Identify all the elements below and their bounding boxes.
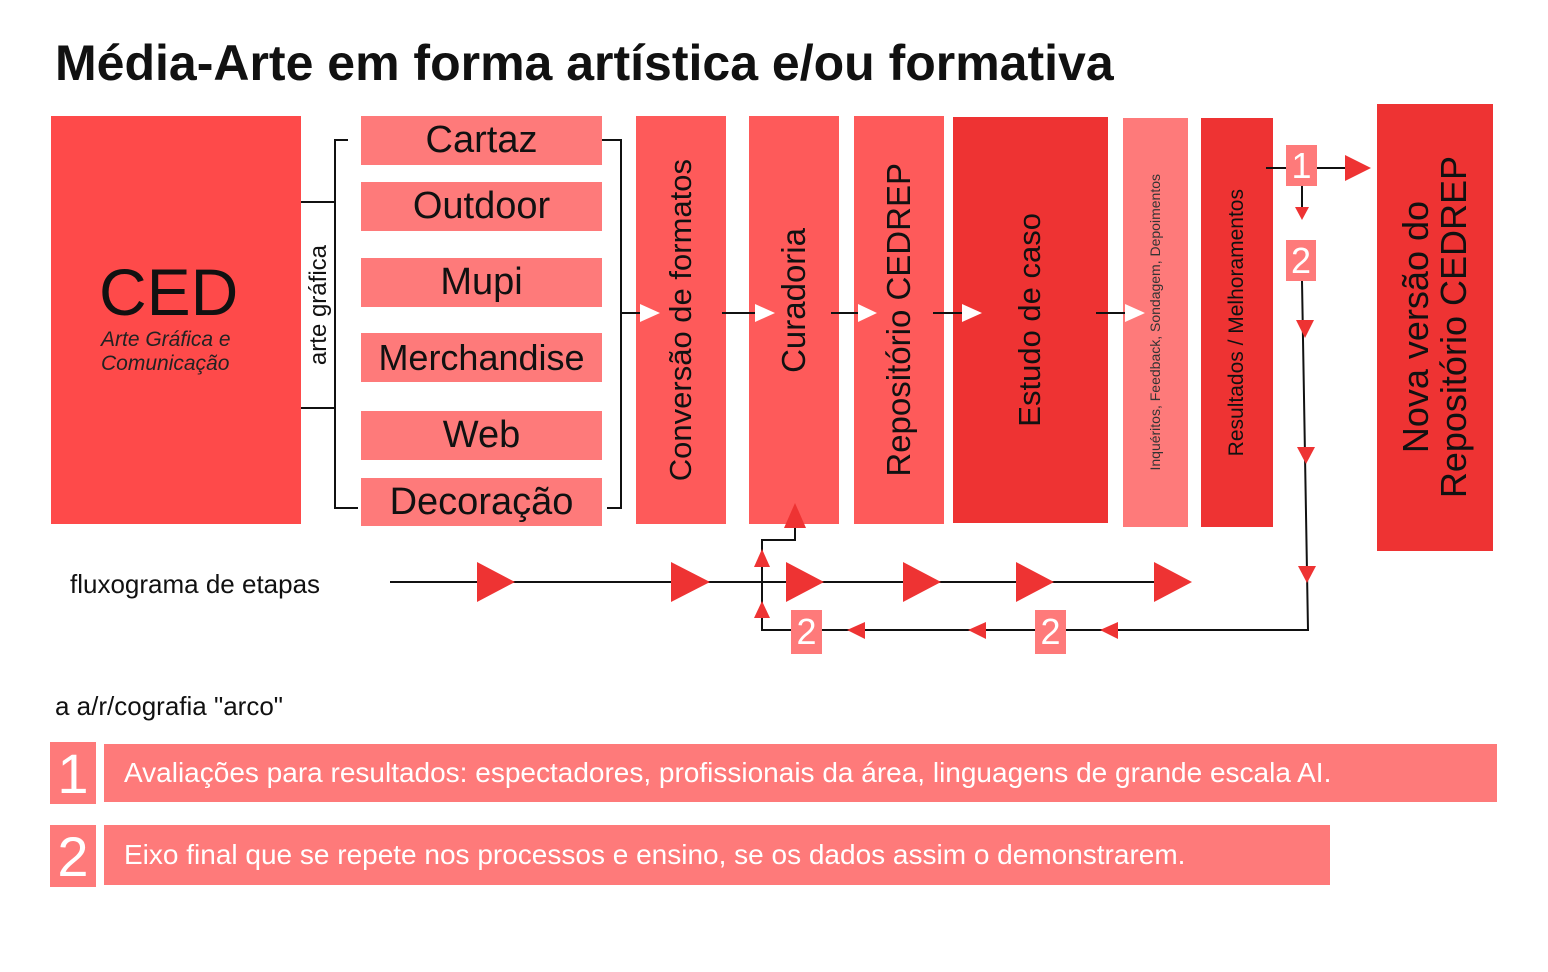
stage-new-version-label: Nova versão do Repositório CEDREP — [1395, 156, 1474, 499]
bracket-right — [602, 139, 640, 509]
legend-number-2: 2 — [50, 825, 96, 888]
format-cartaz: Cartaz — [361, 116, 602, 165]
arrow-right-icon — [1345, 155, 1371, 181]
format-decoracao: Decoração — [361, 478, 602, 526]
flow-arrow-icon — [786, 562, 824, 602]
marker-2: 2 — [791, 610, 822, 654]
arrow-up-icon — [754, 549, 770, 567]
arrow-down-icon — [1298, 566, 1316, 583]
new-version-line1: Nova versão do — [1395, 201, 1437, 454]
flow-arrow-icon — [1016, 562, 1054, 602]
branch-label: arte gráfica — [304, 200, 334, 410]
stage-conversion-label: Conversão de formatos — [662, 158, 698, 482]
stage-conversion: Conversão de formatos — [636, 116, 726, 524]
stage-results-label: Resultados / Melhoramentos — [1224, 188, 1248, 457]
arrow-up-icon — [754, 601, 770, 618]
stage-feedback: Inquéritos, Feedback, Sondagem, Depoimen… — [1123, 118, 1188, 527]
format-outdoor: Outdoor — [361, 182, 602, 231]
ced-box: CED Arte Gráfica e Comunicação — [51, 116, 301, 524]
stage-feedback-label: Inquéritos, Feedback, Sondagem, Depoimen… — [1147, 174, 1164, 471]
format-web: Web — [361, 411, 602, 460]
legend-number-1: 1 — [50, 742, 96, 805]
marker-2: 2 — [1035, 610, 1066, 654]
flow-arrow-icon — [903, 562, 941, 602]
stage-repository: Repositório CEDREP — [854, 116, 944, 524]
arrow-left-icon — [1100, 622, 1118, 639]
format-merchandise: Merchandise — [361, 333, 602, 382]
format-mupi: Mupi — [361, 258, 602, 307]
arrow-down-icon — [1297, 447, 1315, 464]
stage-case-study-label: Estudo de caso — [1012, 213, 1048, 427]
branch-label-text: arte gráfica — [305, 244, 333, 366]
ced-subtitle-2: Comunicação — [101, 352, 230, 375]
flow-arrow-icon — [1154, 562, 1192, 602]
method-label: a a/r/cografia "arco" — [55, 691, 284, 721]
arrow-down-icon — [1295, 207, 1309, 220]
flow-arrow-icon — [477, 562, 515, 602]
flow-label: fluxograma de etapas — [70, 569, 321, 599]
stage-case-study: Estudo de caso — [953, 117, 1108, 523]
flow-arrow-icon — [671, 562, 710, 602]
stage-results: Resultados / Melhoramentos — [1201, 118, 1273, 527]
arrow-down-icon — [1296, 320, 1314, 338]
ced-title: CED — [99, 255, 239, 329]
stage-curation-label: Curadoria — [774, 227, 812, 373]
arrow-left-icon — [968, 622, 986, 639]
stage-new-version: Nova versão do Repositório CEDREP — [1377, 104, 1493, 551]
marker-1: 1 — [1286, 145, 1317, 186]
new-version-line2: Repositório CEDREP — [1433, 156, 1474, 499]
arrow-left-icon — [847, 622, 865, 639]
legend-text-2: Eixo final que se repete nos processos e… — [104, 825, 1330, 885]
stage-curation: Curadoria — [749, 116, 839, 524]
legend-text-1: Avaliações para resultados: espectadores… — [104, 744, 1497, 802]
marker-2: 2 — [1286, 240, 1316, 281]
ced-subtitle-1: Arte Gráfica e — [101, 328, 231, 351]
stage-repository-label: Repositório CEDREP — [879, 163, 917, 477]
page-title: Média-Arte em forma artística e/ou forma… — [55, 35, 1114, 91]
